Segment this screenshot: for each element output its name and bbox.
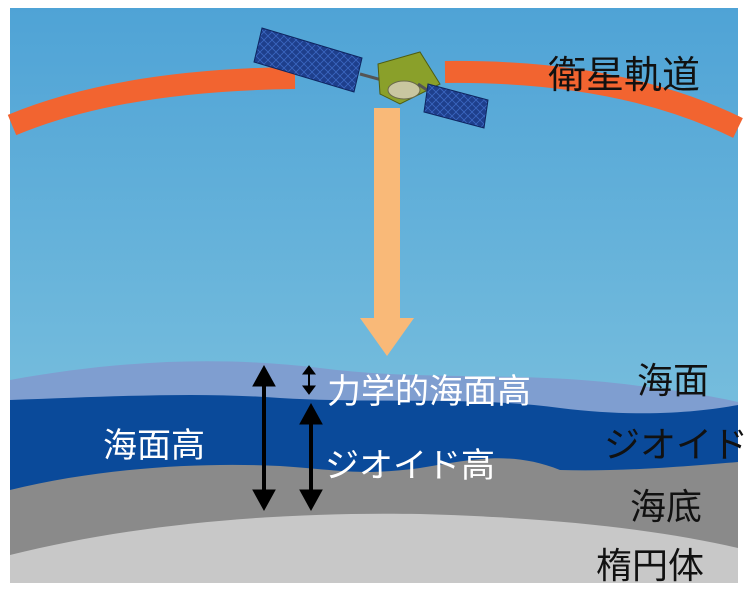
sea-surface-height-arrow [252, 364, 276, 512]
dynamic-height-label: 力学的海面高 [327, 372, 531, 412]
dynamic-height-arrow [302, 365, 316, 395]
satellite-icon [253, 27, 489, 129]
orbit-label: 衛星軌道 [548, 53, 701, 97]
geoid-height-label: ジオイド高 [325, 446, 495, 486]
sea-surface-height-label: 海面高 [103, 426, 205, 466]
seafloor-label: 海底 [630, 487, 703, 528]
geoid-height-arrow [299, 402, 323, 512]
sea-surface-label: 海面 [637, 361, 710, 402]
radar-beam-arrow [360, 108, 414, 356]
ellipsoid-label: 楕円体 [596, 546, 705, 587]
ellipsoid-layer [10, 513, 738, 583]
geoid-label: ジオイド [604, 425, 749, 466]
orbit-arc-left [7, 67, 296, 136]
orbit-arc-right [444, 60, 743, 138]
